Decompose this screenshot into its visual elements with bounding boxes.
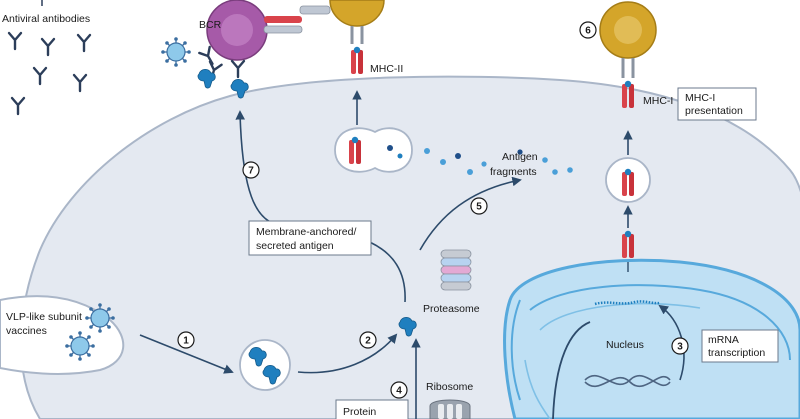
antigen-fragments-label-1: Antigen xyxy=(502,151,538,163)
svg-text:2: 2 xyxy=(365,336,371,347)
step-5-arrow xyxy=(419,176,522,251)
membrane-antigen-label-1: Membrane-anchored/ xyxy=(256,226,356,238)
protein-box xyxy=(335,399,409,419)
antigen-fragment-dots xyxy=(424,148,573,175)
endosome-with-antigen xyxy=(239,339,291,391)
mhc-i-presentation-box xyxy=(677,87,757,121)
mrna-label-1: mRNA xyxy=(708,334,739,346)
mrna-strand-icon xyxy=(594,300,661,306)
b-t-synapse xyxy=(263,5,331,34)
t-helper-cell xyxy=(329,0,385,27)
proteasome-label: Proteasome xyxy=(423,303,480,315)
antiviral-antibodies-label: Antiviral antibodies xyxy=(2,13,90,25)
protein-label: Protein xyxy=(343,406,376,418)
virion-icon xyxy=(160,36,192,68)
bcr-label: BCR xyxy=(199,19,222,31)
svg-text:7: 7 xyxy=(248,166,254,177)
mhc-i-vesicle xyxy=(605,157,651,203)
step-badge-4: 4 xyxy=(390,381,408,399)
mhc-i-presentation-label-1: MHC-I xyxy=(685,92,715,104)
mhc-i-presentation-label-2: presentation xyxy=(685,105,743,117)
mhc-ii-label: MHC-II xyxy=(370,63,403,75)
mrna-transcription-box xyxy=(701,329,779,363)
tcr-mhc-i-complex xyxy=(621,58,635,108)
nucleus xyxy=(503,258,800,419)
ribosome-icon xyxy=(429,399,471,419)
svg-text:1: 1 xyxy=(183,336,189,347)
mhc-ii-loading-vesicle xyxy=(334,127,413,173)
svg-text:6: 6 xyxy=(585,26,591,37)
mhc-i-label: MHC-I xyxy=(643,95,673,107)
step-badge-7: 7 xyxy=(242,161,260,179)
nucleus-label: Nucleus xyxy=(606,339,644,351)
dna-icon xyxy=(584,374,671,388)
tcr-mhc-ii-complex xyxy=(350,26,364,74)
step-badge-5: 5 xyxy=(470,197,488,215)
membrane-antigen-box xyxy=(248,220,372,256)
membrane-antigen-label-2: secreted antigen xyxy=(256,240,334,252)
step-badge-2: 2 xyxy=(359,331,377,349)
step-badge-6: 6 xyxy=(579,21,597,39)
b-cell xyxy=(206,0,268,61)
step-1-arrow xyxy=(139,334,234,374)
antiviral-antibodies xyxy=(7,0,92,116)
mrna-label-2: transcription xyxy=(708,347,765,359)
step-2-arrow xyxy=(297,333,398,374)
step-badge-1: 1 xyxy=(177,331,195,349)
svg-text:3: 3 xyxy=(677,342,683,353)
svg-text:5: 5 xyxy=(476,202,482,213)
proteasome-icon xyxy=(440,249,472,291)
nucleus-export-arc xyxy=(552,321,591,419)
svg-text:4: 4 xyxy=(396,386,402,397)
vlp-label-1: VLP-like subunit xyxy=(6,311,82,323)
step-badge-3: 3 xyxy=(671,337,689,355)
bound-antigen-b-cell xyxy=(197,68,249,99)
transcription-arrow xyxy=(658,304,685,381)
cytotoxic-t-cell xyxy=(599,1,657,59)
vlp-label-2: vaccines xyxy=(6,325,47,337)
antigen-fragments-label-2: fragments xyxy=(490,166,537,178)
ribosome-label: Ribosome xyxy=(426,381,473,393)
